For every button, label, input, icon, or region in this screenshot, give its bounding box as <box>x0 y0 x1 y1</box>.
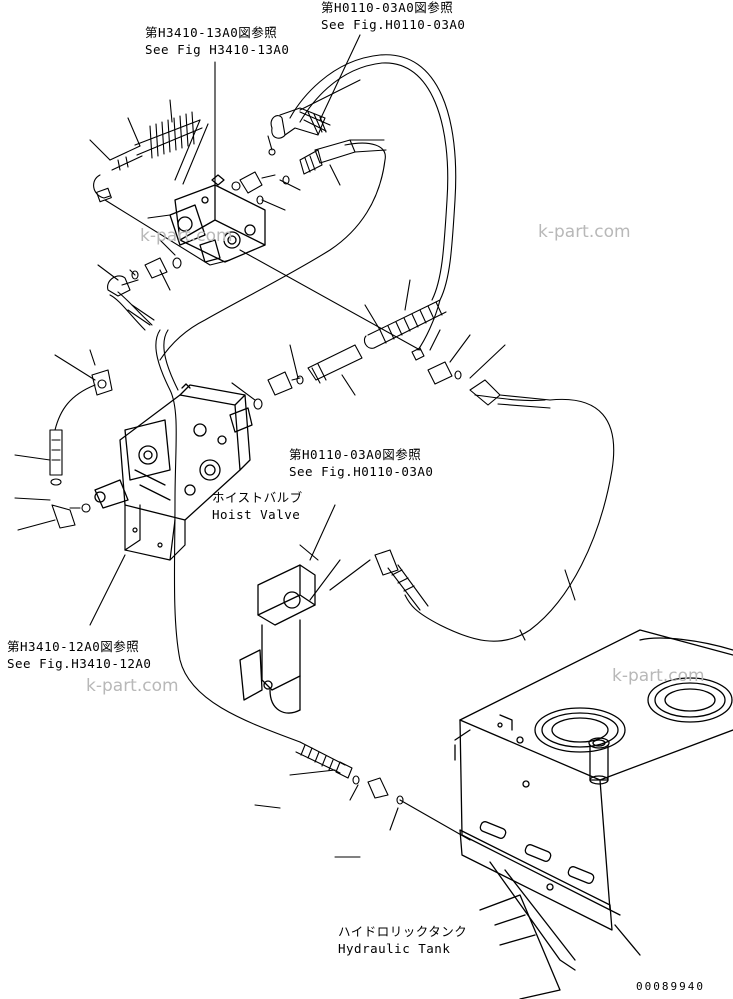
ref-h3410-12-jp: 第H3410-12A0図参照 <box>7 639 140 654</box>
top-right-elbow <box>270 79 361 139</box>
leader-lines-long <box>104 199 526 841</box>
ref-h3410-12-en: See Fig.H3410-12A0 <box>7 656 152 671</box>
hoist-valve-label-jp: ホイストバルブ <box>212 490 303 505</box>
upper-connectors <box>131 148 290 280</box>
middle-connectors <box>253 344 551 410</box>
ref-h0110-top-jp: 第H0110-03A0図参照 <box>321 0 454 15</box>
hose-right-loop <box>155 142 386 743</box>
ref-h3410-13-en: See Fig H3410-13A0 <box>145 42 290 57</box>
mid-right-hose <box>299 544 429 611</box>
hoist-valve-bracket <box>124 504 186 561</box>
watermark: k-part.com <box>140 226 233 246</box>
watermark: k-part.com <box>612 666 705 686</box>
upper-right-hose-fitting <box>299 139 387 175</box>
ref-h3410-13-jp: 第H3410-13A0図参照 <box>145 25 278 40</box>
hoist-valve-left-fittings <box>49 369 113 529</box>
hydraulic-tank <box>454 629 733 999</box>
figure-number: 00089940 <box>636 980 705 993</box>
hose-upper-loop <box>289 54 457 351</box>
reference-leaders <box>14 34 576 858</box>
ref-h0110-top-en: See Fig.H0110-03A0 <box>321 17 466 32</box>
watermark: k-part.com <box>86 676 179 696</box>
lower-hose <box>295 741 404 805</box>
tee-block <box>239 564 316 714</box>
hoist-valve-label-en: Hoist Valve <box>212 507 301 522</box>
watermark: k-part.com <box>538 222 631 242</box>
ref-h0110-mid-jp: 第H0110-03A0図参照 <box>289 447 422 462</box>
left-hose-elbow <box>107 275 155 331</box>
hydraulic-tank-label-jp: ハイドロリックタンク <box>338 924 468 939</box>
ref-h0110-mid-en: See Fig.H0110-03A0 <box>289 464 434 479</box>
hydraulic-tank-label-en: Hydraulic Tank <box>338 941 451 956</box>
top-left-hose <box>93 111 209 203</box>
hose-return-line <box>404 394 615 642</box>
